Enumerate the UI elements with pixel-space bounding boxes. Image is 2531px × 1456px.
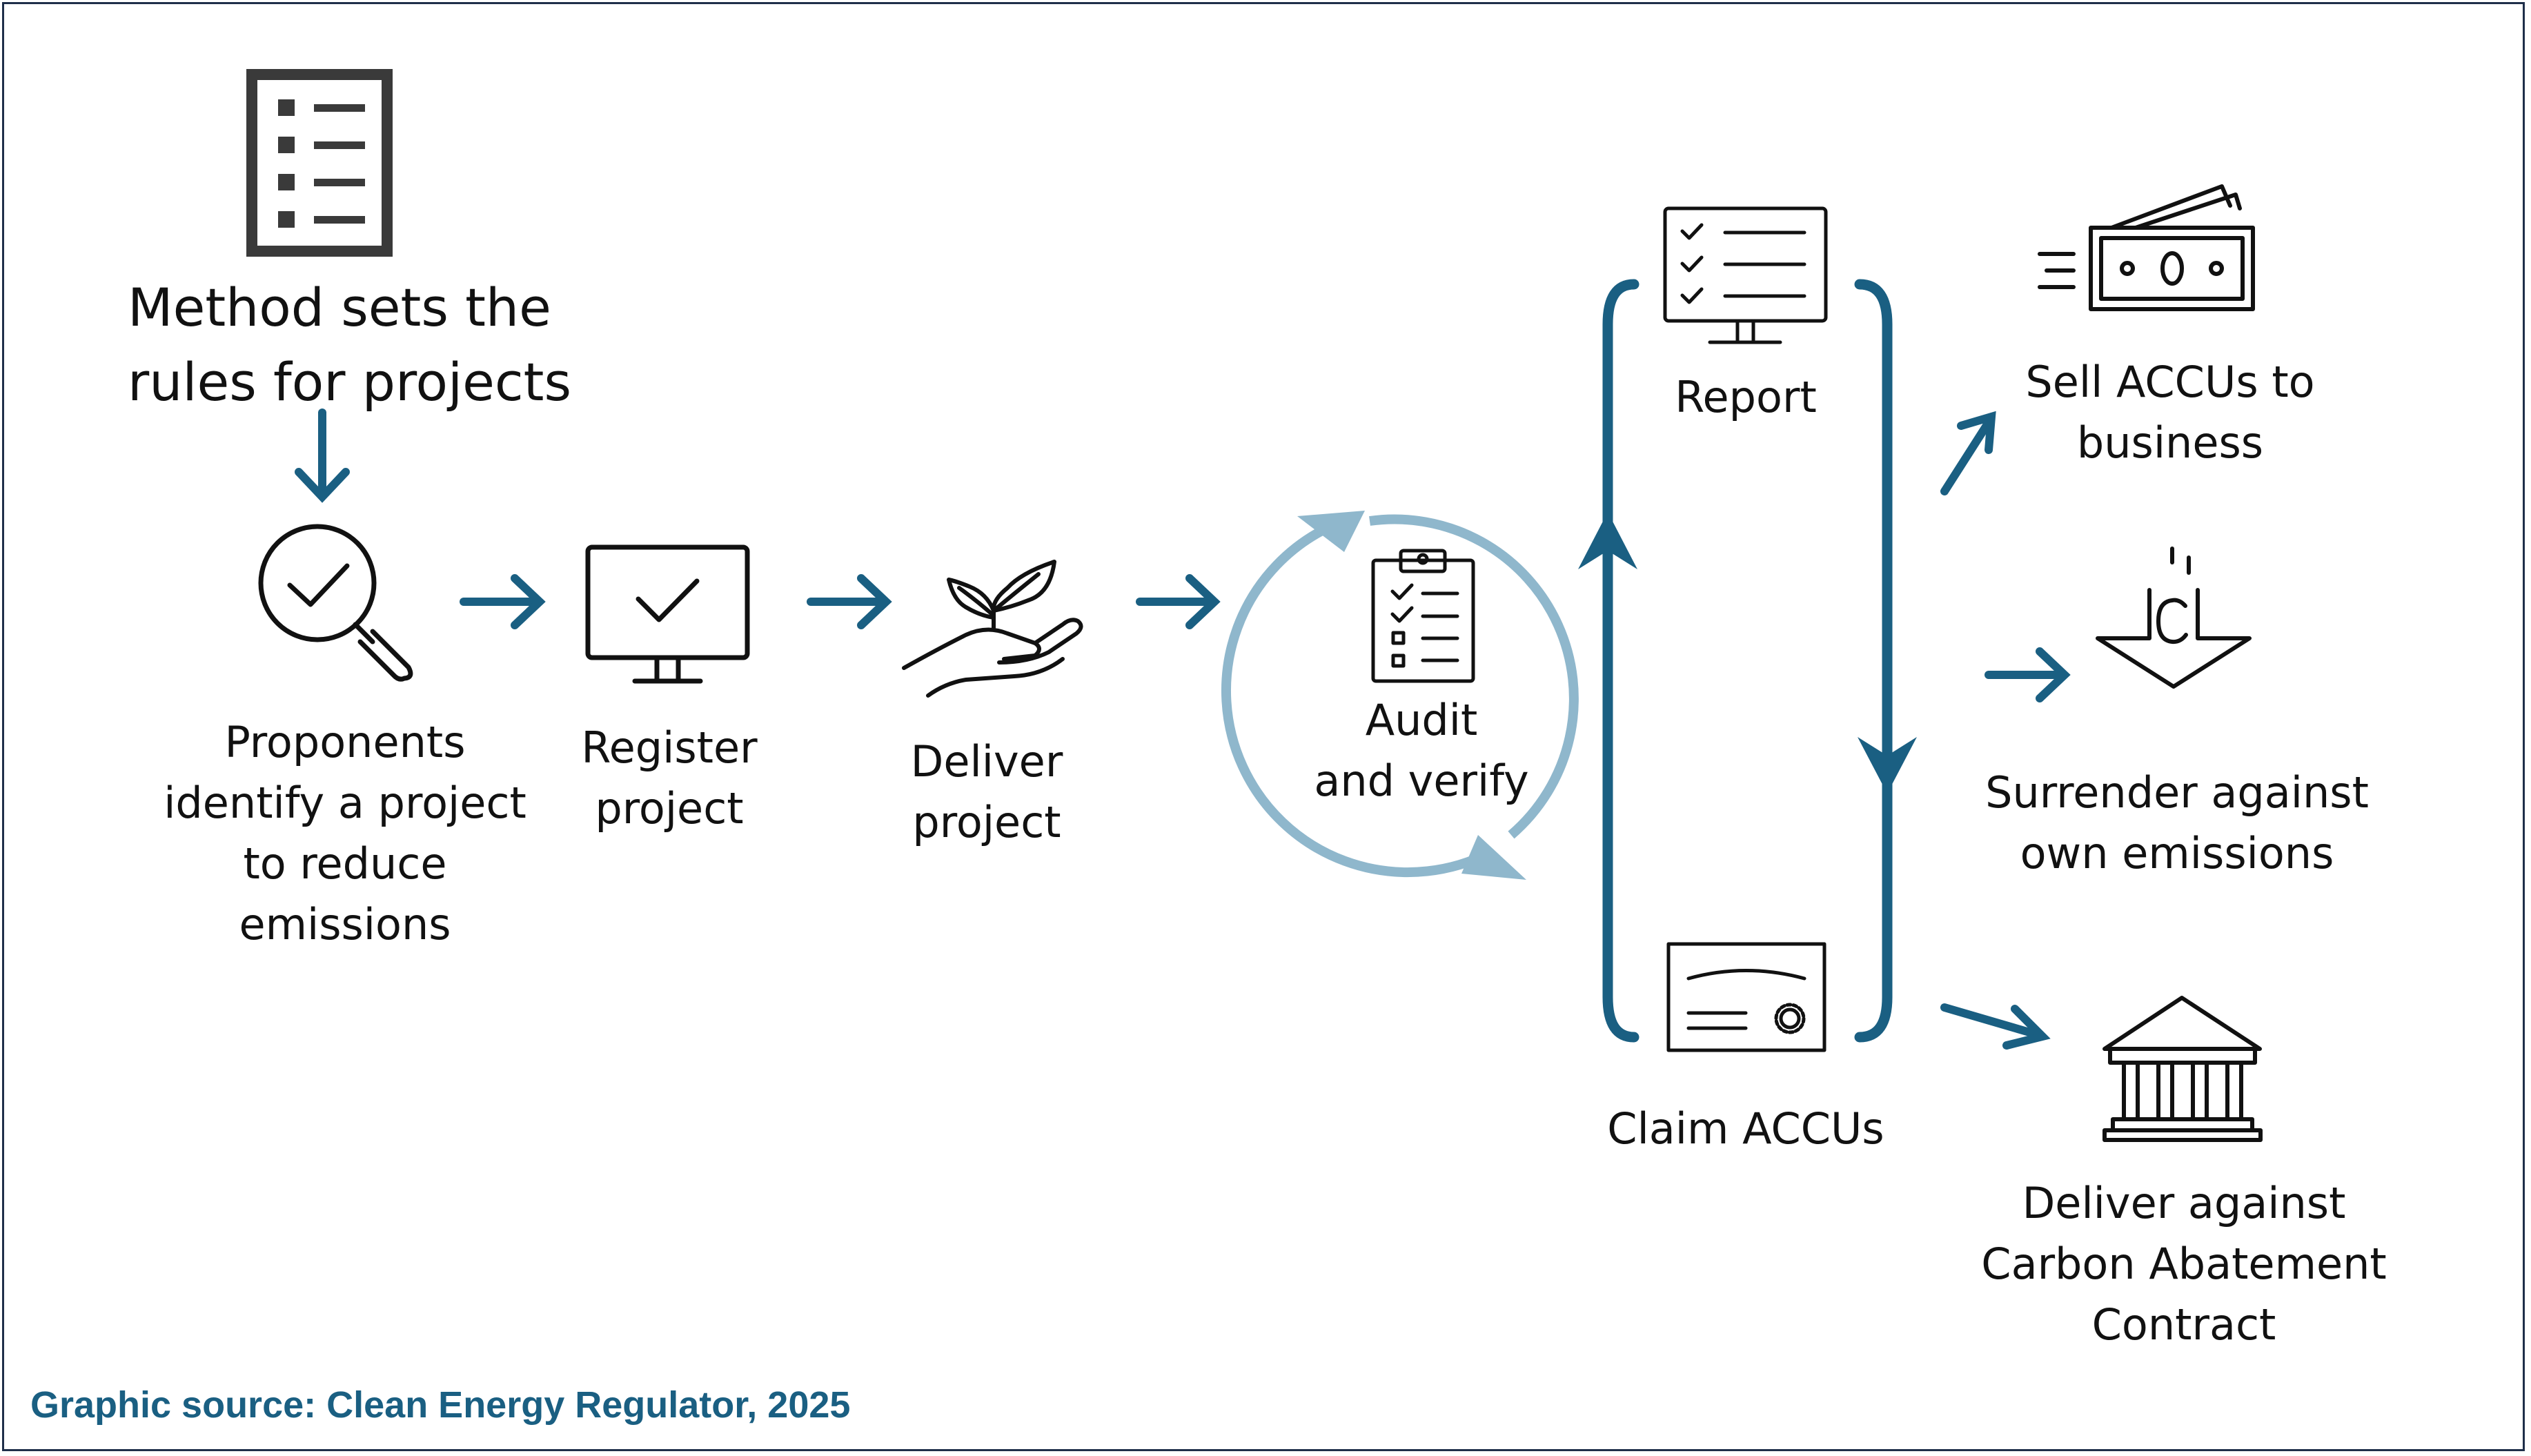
- flow-arrow-2: [807, 574, 892, 629]
- outcome-label-surrender: Surrender against own emissions: [1985, 767, 2369, 878]
- step-label-identify: Proponents identify a project to reduce …: [164, 717, 526, 950]
- outcome-label-deliver: Deliver against Carbon Abatement Contrac…: [1981, 1178, 2387, 1350]
- step-label-audit: Audit and verify: [1314, 695, 1529, 806]
- banknote-icon: [2038, 184, 2255, 311]
- monitor-checklist-icon: [1663, 206, 1828, 344]
- method-label: Method sets the rules for projects: [128, 277, 572, 413]
- government-building-icon: [2102, 996, 2263, 1142]
- method-down-arrow: [295, 409, 350, 503]
- monitor-check-icon: [585, 544, 750, 684]
- clipboard-checklist-icon: [1371, 549, 1475, 683]
- outcome-arrow-deliver: [1940, 1003, 2051, 1050]
- audit-cycle-ring: [1221, 514, 1579, 878]
- report-label: Report: [1675, 372, 1817, 422]
- carbon-down-arrow-icon: [2096, 547, 2252, 689]
- outcome-arrow-sell: [1940, 411, 1996, 495]
- claim-label: Claim ACCUs: [1607, 1103, 1884, 1154]
- certificate-icon: [1666, 942, 1826, 1052]
- hand-seedling-icon: [902, 560, 1083, 698]
- flow-arrow-1: [460, 574, 546, 629]
- step-label-register: Register project: [581, 722, 758, 834]
- report-claim-loop: [1602, 279, 1893, 1043]
- outcome-arrow-surrender: [1985, 647, 2071, 702]
- outcome-label-sell: Sell ACCUs to business: [2025, 357, 2315, 468]
- loop-down-arrow-icon: [1858, 737, 1917, 794]
- loop-up-arrow-icon: [1578, 512, 1637, 569]
- graphic-source: Graphic source: Clean Energy Regulator, …: [30, 1384, 851, 1426]
- checklist-document-icon: [246, 69, 393, 257]
- magnifier-check-icon: [258, 524, 413, 682]
- cycle-arrow-bottom-icon: [1461, 835, 1526, 880]
- step-label-deliver: Deliver project: [910, 736, 1063, 847]
- flow-arrow-3: [1136, 574, 1221, 629]
- cycle-arrow-top-icon: [1297, 511, 1365, 552]
